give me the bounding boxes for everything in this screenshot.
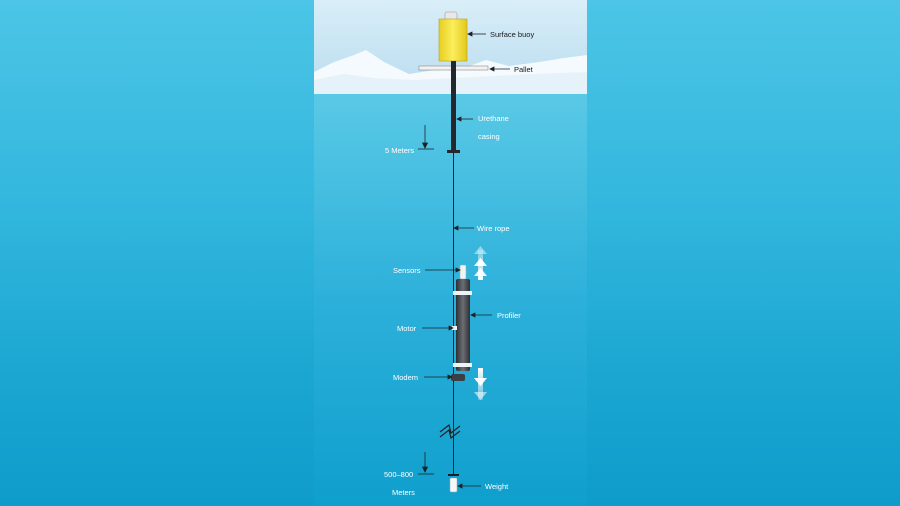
profiler xyxy=(456,279,470,371)
up-arrow-icon xyxy=(474,246,487,280)
motor xyxy=(452,326,457,330)
label-casing: casing xyxy=(478,132,500,141)
background-left-panel xyxy=(0,0,314,506)
label-depth-unit: Meters xyxy=(392,488,415,497)
water-column xyxy=(314,94,587,506)
sensors xyxy=(459,264,467,280)
label-five-meters: 5 Meters xyxy=(385,146,415,155)
label-surface-buoy: Surface buoy xyxy=(490,30,535,39)
surface-buoy xyxy=(438,18,468,62)
urethane-casing xyxy=(451,61,456,151)
label-sensors: Sensors xyxy=(393,266,421,275)
label-pallet: Pallet xyxy=(514,65,533,74)
label-weight: Weight xyxy=(485,482,509,491)
break-symbol xyxy=(439,423,461,440)
modem xyxy=(451,374,465,381)
label-urethane: Urethane xyxy=(478,114,509,123)
weight xyxy=(449,477,458,493)
down-arrow-icon xyxy=(474,368,487,400)
label-motor: Motor xyxy=(397,324,417,333)
mooring-diagram xyxy=(314,0,587,506)
background-right-panel xyxy=(587,0,900,506)
label-wire-rope: Wire rope xyxy=(477,224,510,233)
five-meter-marker xyxy=(418,125,434,150)
bottom-depth-marker xyxy=(418,452,434,475)
label-depth-range: 500–800 xyxy=(384,470,414,479)
label-profiler: Profiler xyxy=(497,311,521,320)
leader-lines xyxy=(422,31,510,489)
label-modem: Modem xyxy=(393,373,419,382)
